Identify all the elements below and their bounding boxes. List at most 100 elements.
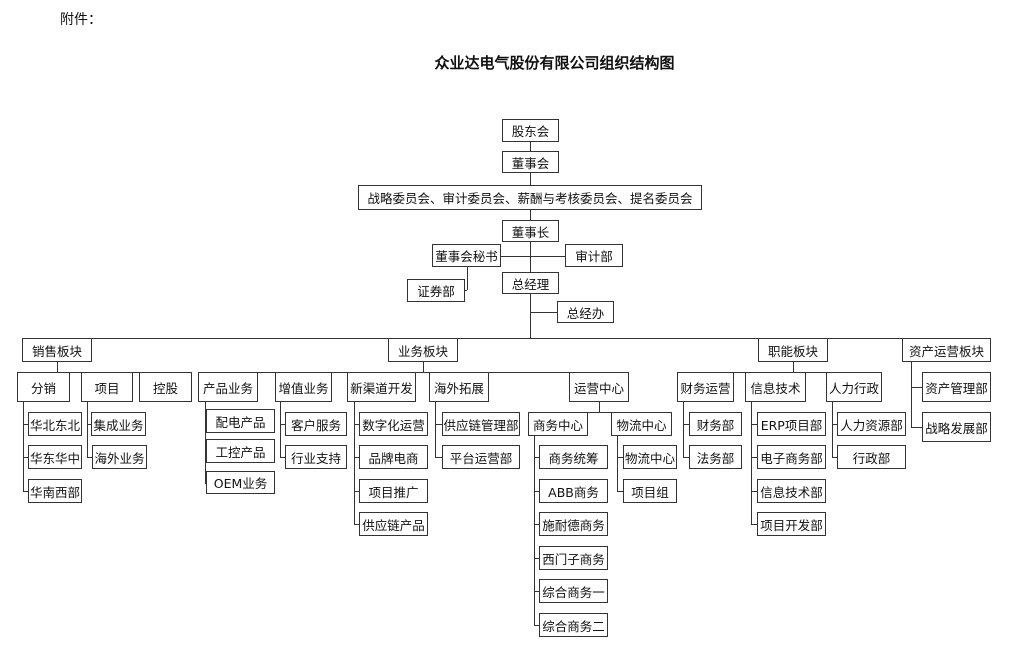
org-node-north: 华北东北: [28, 412, 82, 436]
connector-line: [57, 338, 946, 340]
org-node-customer-service: 客户服务: [285, 412, 347, 436]
connector-line: [617, 457, 623, 459]
connector-line: [751, 402, 753, 524]
org-node-overseas-biz: 海外业务: [92, 445, 147, 469]
org-node-ops-center: 运营中心: [569, 372, 629, 402]
connector-line: [354, 524, 359, 526]
connector-line: [205, 451, 206, 453]
org-node-asset-mgmt: 资产管理部: [922, 372, 991, 402]
connector-line: [534, 625, 539, 627]
org-node-it-dept: 信息技术部: [757, 479, 826, 503]
connector-line: [435, 402, 437, 457]
connector-line: [354, 457, 359, 459]
connector-line: [617, 436, 619, 491]
connector-line: [501, 256, 565, 258]
connector-line: [23, 491, 28, 493]
connector-line: [683, 424, 689, 426]
chart-title: 众业达电气股份有限公司组织结构图: [434, 54, 675, 72]
connector-line: [751, 524, 757, 526]
connector-line: [534, 436, 536, 625]
connector-line: [617, 491, 623, 493]
org-node-commerce-center: 商务中心: [528, 412, 588, 436]
org-node-south: 华南西部: [28, 479, 82, 503]
org-node-project-promo: 项目推广: [359, 479, 428, 503]
connector-line: [280, 424, 285, 426]
connector-line: [599, 402, 601, 412]
connector-line: [205, 421, 206, 423]
connector-line: [530, 312, 557, 314]
connector-line: [354, 491, 359, 493]
connector-line: [534, 558, 539, 560]
connector-line: [205, 483, 206, 485]
org-node-audit: 审计部: [565, 244, 623, 267]
org-node-supply-product: 供应链产品: [359, 512, 428, 536]
org-node-new-channel: 新渠道开发: [347, 372, 416, 402]
connector-line: [354, 424, 359, 426]
connector-line: [534, 457, 539, 459]
org-node-functional: 职能板块: [758, 338, 828, 362]
org-node-general-one: 综合商务一: [539, 579, 608, 603]
connector-line: [534, 524, 539, 526]
org-node-gm-office: 总经办: [557, 301, 614, 323]
org-node-finance-dept: 财务部: [689, 412, 742, 436]
org-node-project-group: 项目组: [623, 479, 677, 503]
org-node-industry-support: 行业支持: [285, 445, 347, 469]
connector-line: [528, 412, 672, 414]
connector-line: [435, 457, 442, 459]
connector-line: [751, 491, 757, 493]
org-node-chairman: 董事长: [502, 220, 559, 242]
connector-line: [280, 457, 285, 459]
org-node-abb: ABB商务: [539, 479, 608, 503]
org-node-commerce-coord: 商务统筹: [539, 445, 608, 469]
org-node-platform-ops: 平台运营部: [442, 445, 520, 469]
org-node-it: 信息技术: [745, 372, 806, 402]
org-node-board: 董事会: [502, 151, 559, 173]
connector-line: [87, 402, 89, 457]
org-node-asset-ops: 资产运营板块: [902, 338, 991, 362]
org-node-secretary: 董事会秘书: [432, 244, 501, 267]
org-node-ecommerce: 电子商务部: [757, 445, 826, 469]
connector-line: [57, 362, 59, 372]
org-node-shareholders: 股东会: [502, 119, 559, 142]
connector-line: [751, 457, 757, 459]
connector-line: [465, 290, 467, 292]
connector-line: [467, 267, 469, 290]
org-node-hr-admin: 人力行政: [826, 372, 882, 402]
org-node-overseas: 海外拓展: [429, 372, 489, 402]
org-node-admin: 行政部: [837, 445, 906, 469]
connector-line: [87, 424, 91, 426]
connector-line: [683, 402, 685, 457]
org-node-gm: 总经理: [502, 272, 559, 294]
org-node-holding: 控股: [139, 372, 192, 402]
org-node-hr-res: 人力资源部: [837, 412, 906, 436]
org-node-finance-ops: 财务运营: [677, 372, 734, 402]
org-node-distribution: 分销: [17, 372, 70, 402]
connector-line: [832, 402, 834, 457]
org-node-schneider: 施耐德商务: [539, 512, 608, 536]
org-node-supply-mgmt: 供应链管理部: [442, 412, 520, 436]
org-node-logistics-sub: 物流中心: [623, 445, 677, 469]
org-node-general-two: 综合商务二: [539, 613, 608, 637]
org-node-value-added: 增值业务: [275, 372, 332, 402]
connector-line: [534, 591, 539, 593]
org-node-east: 华东华中: [28, 445, 82, 469]
connector-line: [683, 457, 689, 459]
connector-line: [832, 457, 837, 459]
org-node-legal: 法务部: [689, 445, 742, 469]
connector-line: [423, 362, 425, 372]
org-node-sales: 销售板块: [22, 338, 92, 362]
connector-line: [23, 457, 28, 459]
connector-line: [793, 362, 795, 372]
connector-line: [205, 402, 207, 483]
org-node-project-dev: 项目开发部: [757, 512, 826, 536]
connector-line: [280, 402, 282, 457]
org-node-erp: ERP项目部: [757, 412, 826, 436]
connector-line: [435, 424, 442, 426]
org-node-brand-ecom: 品牌电商: [359, 445, 428, 469]
org-node-business: 业务板块: [388, 338, 458, 362]
org-node-digital-ops: 数字化运营: [359, 412, 428, 436]
connector-line: [911, 387, 922, 389]
connector-line: [23, 424, 28, 426]
org-node-securities: 证券部: [407, 279, 465, 302]
org-node-committees: 战略委员会、审计委员会、薪酬与考核委员会、提名委员会: [358, 185, 702, 210]
